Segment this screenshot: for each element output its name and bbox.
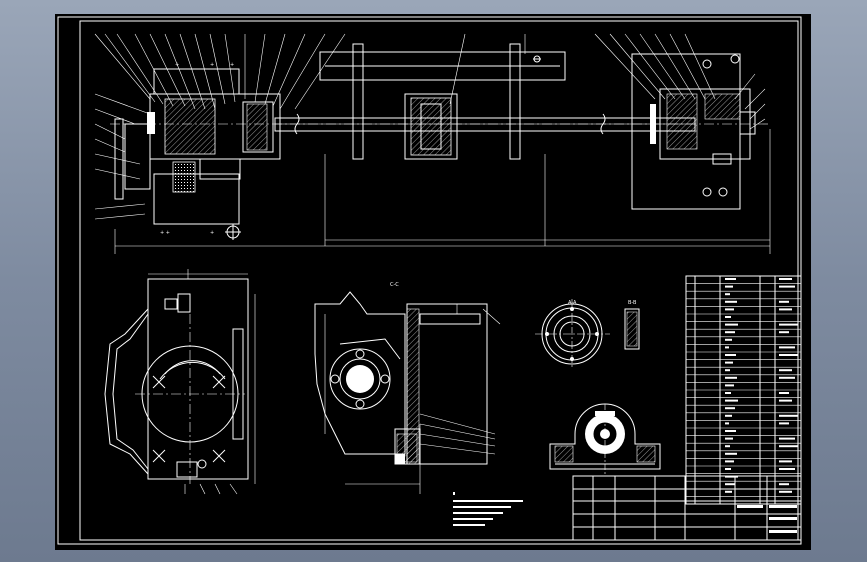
svg-text:+ +: + +	[160, 230, 170, 236]
parts-list-note-mark	[779, 300, 789, 303]
parts-list-entry-mark	[725, 300, 737, 303]
parts-list-note-mark	[779, 445, 798, 448]
parts-list-note-mark	[779, 331, 789, 334]
main-assembly-view: + + + + + +	[94, 33, 771, 254]
parts-list-note-mark	[779, 468, 795, 470]
parts-list-entry-mark	[725, 346, 729, 349]
parts-list-entry-mark	[725, 354, 736, 356]
assembly-drawing: + + + + + +	[57, 16, 802, 545]
parts-list-entry-mark	[725, 407, 735, 410]
gearbox-bolts-top: + + +	[175, 62, 234, 68]
parts-list-note-mark	[779, 376, 795, 379]
overall-dimensions	[114, 129, 771, 254]
parts-list-note-mark	[779, 308, 792, 311]
parts-list-note-mark	[779, 354, 798, 356]
part-leaders-right	[449, 33, 766, 130]
svg-text:+: +	[210, 62, 214, 68]
left-gearbox: + + + + + +	[114, 62, 281, 240]
section-a-label: A-A	[568, 300, 577, 306]
parts-list-note-mark	[779, 460, 792, 463]
parts-list-note-mark	[779, 490, 792, 493]
gearbox-bolts-bottom: + + +	[160, 224, 241, 240]
parts-list-note-mark	[779, 392, 789, 394]
parts-list-entry-mark	[725, 293, 730, 296]
parts-list-entry-mark	[725, 430, 736, 432]
parts-list-entry-mark	[725, 308, 734, 311]
parts-list-entry-mark	[725, 384, 734, 387]
parts-list-note-mark	[779, 422, 789, 425]
gearbox-side-view	[104, 269, 256, 495]
parts-list-entry-mark	[725, 422, 729, 425]
parts-list-entry-mark	[725, 323, 738, 326]
section-view-a: A-A	[535, 299, 610, 369]
section-c-label: C-C	[390, 282, 399, 288]
parts-list-entry-mark	[725, 399, 738, 402]
inner-border	[79, 20, 799, 541]
parts-list-entry-mark	[725, 437, 733, 440]
parts-list-note-mark	[779, 483, 789, 486]
section-view-c: C-C	[314, 282, 501, 494]
parts-list-entry-mark	[725, 490, 732, 493]
parts-list-note-mark	[779, 285, 795, 288]
parts-list-entry-mark	[725, 278, 736, 280]
parts-list-entry-mark	[725, 316, 731, 318]
parts-list-entry-mark	[725, 376, 737, 379]
parts-list-note-mark	[779, 399, 792, 402]
svg-text:+: +	[230, 62, 234, 68]
right-bearing-housing	[631, 53, 756, 210]
parts-list-entry-mark	[725, 475, 738, 478]
parts-list-entry-mark	[725, 285, 733, 288]
top-slide-bar	[319, 43, 566, 160]
section-b-label: B-B	[628, 300, 637, 306]
cad-drawing-viewport[interactable]: + + + + + +	[55, 14, 811, 550]
parts-list-note-mark	[779, 346, 795, 349]
pillow-block-bearing	[549, 403, 661, 474]
parts-list-entry-mark	[725, 392, 731, 394]
parts-list-entry-mark	[725, 483, 735, 486]
parts-list-note-mark	[779, 323, 798, 326]
parts-list-entry-mark	[725, 445, 730, 448]
parts-list-note-mark	[779, 278, 792, 280]
svg-text:+: +	[210, 230, 214, 236]
parts-list-entry-mark	[725, 414, 732, 417]
parts-list-note-mark	[779, 369, 792, 372]
part-leaders-left	[94, 33, 346, 220]
title-block	[572, 475, 802, 541]
parts-list-entry-mark	[725, 369, 730, 372]
parts-list-note-mark	[779, 414, 798, 417]
technical-notes	[453, 492, 523, 526]
parts-list-entry-mark	[725, 452, 737, 455]
parts-list-table	[685, 275, 802, 505]
parts-list-entry-mark	[725, 331, 735, 334]
parts-list-entry-mark	[725, 338, 732, 341]
parts-list-entry-mark	[725, 361, 733, 364]
parts-list-entry-mark	[725, 468, 731, 470]
spool	[404, 93, 458, 160]
parts-list-note-mark	[779, 437, 795, 440]
parts-list-entry-mark	[725, 460, 734, 463]
section-view-b: B-B	[624, 300, 640, 350]
